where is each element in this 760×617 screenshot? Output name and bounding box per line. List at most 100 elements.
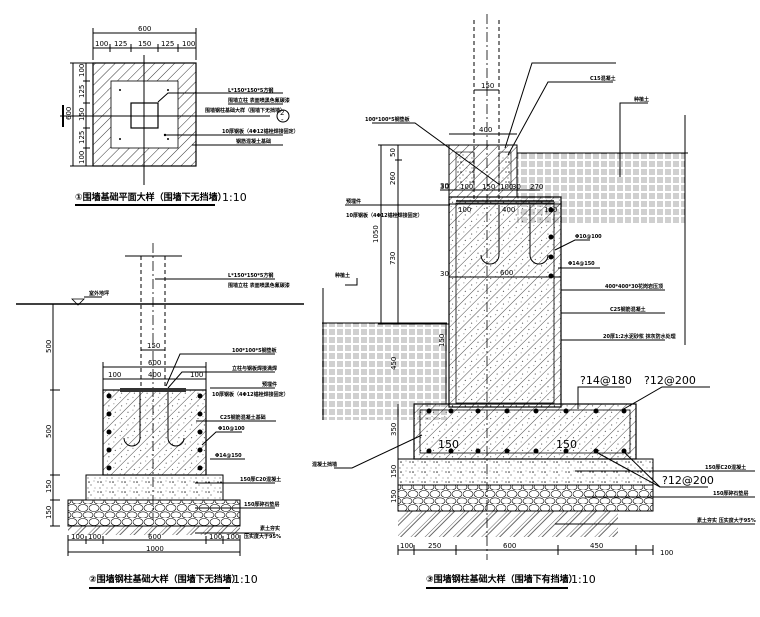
dim-text: 50 xyxy=(389,148,397,157)
dim-text: 100 xyxy=(182,40,195,48)
note-text: 10厚钢板（4Φ12锚栓焊接固定） xyxy=(222,128,299,135)
dim-text: 150 xyxy=(390,490,398,503)
rebar-label: ?14@180 xyxy=(580,374,632,387)
note-text: 素土夯实 xyxy=(259,525,280,532)
dim-text: 150 xyxy=(147,342,160,350)
dim-text: 30 xyxy=(512,183,521,191)
dim-text: 100 xyxy=(190,371,203,379)
note-text: 100*100*5钢垫板 xyxy=(365,116,411,123)
note-text: C25钢筋混凝土基础 xyxy=(220,414,266,421)
dim-text: 400 xyxy=(502,206,515,214)
dim-text: 150 xyxy=(78,108,86,121)
note-text: 预埋件 xyxy=(346,198,361,205)
note-text: 150厚碎石垫层 xyxy=(244,501,279,508)
dim-text: 450 xyxy=(590,542,603,550)
note-text: 围墙钢柱基础大样（围墙下无挡墙） xyxy=(205,107,285,114)
dim-text: 100 xyxy=(78,151,86,164)
detail-scale: 1:10 xyxy=(222,191,247,204)
note-text: L*150*150*5方钢 xyxy=(228,87,273,94)
dim-text: 150 xyxy=(438,334,446,347)
rebar-label: ?12@200 xyxy=(662,474,714,487)
detail-scale: 1:10 xyxy=(233,573,258,586)
dim-text: 100 xyxy=(458,206,471,214)
dim-text: 30 xyxy=(440,183,449,191)
dim-text: 30 xyxy=(440,270,449,278)
dim-text: 600 xyxy=(148,533,161,541)
dim-text: 125 xyxy=(114,40,127,48)
dim-text: 600 xyxy=(138,25,151,33)
note-text: 20厚1:2水泥砂浆 抹灰防水处理 xyxy=(603,333,676,340)
section-callout xyxy=(276,109,290,123)
c20-concrete-layer xyxy=(397,458,654,486)
note-text: 围墙立柱 表面喷黑色氟碳漆 xyxy=(228,282,290,289)
dim-text: 100 xyxy=(209,533,222,541)
note-text: 150厚碎石垫层 xyxy=(713,490,748,497)
note-text: 预埋件 xyxy=(262,381,277,388)
note-text: Φ10@100 xyxy=(575,234,602,240)
dim-text: 150 xyxy=(390,465,398,478)
gravel-layer xyxy=(397,484,654,512)
dim-text: 260 xyxy=(389,172,397,185)
note-text: 钢筋混凝土基础 xyxy=(236,138,271,145)
dim-text: 400 xyxy=(148,371,161,379)
dim-text: 730 xyxy=(389,252,397,265)
note-text: 围墙立柱 表面喷黑色氟碳漆 xyxy=(228,97,290,104)
dim-text: 500 xyxy=(45,340,53,353)
dim-text: 100 xyxy=(660,549,673,557)
detail-1-plan: 600 100 125 150 125 100 600 100 125 150 … xyxy=(60,25,299,206)
ground-label: 室外地坪 xyxy=(89,290,109,297)
dim-text: 125 xyxy=(78,85,86,98)
note-text: 400*400*30花岗岩压顶 xyxy=(605,283,663,290)
note-text: Φ14@150 xyxy=(568,261,595,267)
rebar-label: ?12@200 xyxy=(644,374,696,387)
detail-scale: 1:10 xyxy=(571,573,596,586)
dim-text: 100 xyxy=(71,533,84,541)
dim-text: 600 xyxy=(503,542,516,550)
detail-3-section: 150 400 600 100 400 100 30 100 150 xyxy=(312,14,756,589)
gravel-layer xyxy=(67,499,241,527)
dim-text: 100 xyxy=(500,183,513,191)
note-text: C25钢筋混凝土 xyxy=(610,306,646,313)
dim-text: 100 xyxy=(400,542,413,550)
dim-text: 150 xyxy=(482,183,495,191)
note-text: 150厚C20混凝土 xyxy=(240,476,281,483)
dim-text: 100 xyxy=(95,40,108,48)
note-text: 10厚钢板（4Φ12锚栓焊接固定） xyxy=(212,391,289,398)
dim-text: 600 xyxy=(500,269,513,277)
note-text: 10厚钢板（4Φ12锚栓焊接固定） xyxy=(346,212,423,219)
inner-label: 150 xyxy=(438,438,459,451)
dim-text: 125 xyxy=(78,131,86,144)
inner-label: 150 xyxy=(556,438,577,451)
c20-concrete-layer xyxy=(85,474,224,501)
detail-title: ①围墙基础平面大样（围墙下无挡墙） xyxy=(75,191,227,203)
note-text: 立柱与钢板焊接满焊 xyxy=(232,365,277,372)
dim-text: 1050 xyxy=(372,225,380,243)
detail-title: ③围墙钢柱基础大样（围墙下有挡墙） xyxy=(426,573,578,585)
dim-text: 100 xyxy=(226,533,239,541)
section-mark: 2 xyxy=(280,109,284,117)
dim-text: 250 xyxy=(428,542,441,550)
dim-text: 450 xyxy=(390,357,398,370)
dim-text: 150 xyxy=(45,506,53,519)
dim-text: 500 xyxy=(45,425,53,438)
dim-text: 100 xyxy=(544,206,557,214)
dim-text: 1000 xyxy=(146,545,164,553)
dim-text: 125 xyxy=(161,40,174,48)
note-text: 混凝土挡墙 xyxy=(312,461,337,468)
dim-text: 150 xyxy=(45,480,53,493)
note-text: 100*100*5钢垫板 xyxy=(232,347,278,354)
note-text: 种植土 xyxy=(334,272,350,279)
dim-text: 150 xyxy=(481,82,494,90)
note-text: 种植土 xyxy=(633,96,649,103)
concrete-footing xyxy=(102,389,207,476)
dim-text: 100 xyxy=(88,533,101,541)
dim-text: 100 xyxy=(78,64,86,77)
dim-text: 150 xyxy=(138,40,151,48)
compacted-soil xyxy=(68,526,240,535)
retaining-wall xyxy=(448,196,562,408)
note-text: 压实度大于95% xyxy=(244,533,281,540)
dim-text: 400 xyxy=(479,126,492,134)
dim-text: 600 xyxy=(148,359,161,367)
note-text: L*150*150*5方钢 xyxy=(228,272,273,279)
